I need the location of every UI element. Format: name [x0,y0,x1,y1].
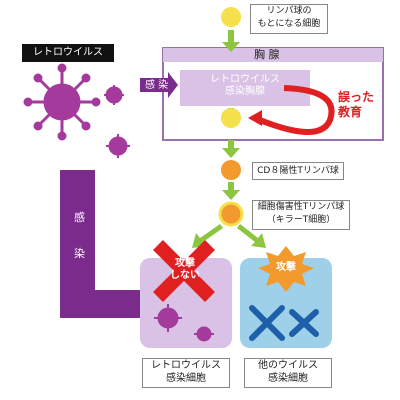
retro-target-label: レトロウイルス 感染細胞 [142,358,230,388]
retro-target-viruses [154,304,214,342]
infection-small-label: 感 染 [145,80,169,91]
arrow-thymus-cd8 [222,140,240,158]
killer-label: 細胞傷害性Tリンパ球 （キラーT細胞） [252,200,350,230]
arrow-origin-thymus [222,30,240,52]
arrow-killer-right [237,224,266,248]
other-target-label: 他のウイルス 感染細胞 [244,358,332,388]
killer-cell [218,201,244,227]
arrow-cd8-killer [222,182,240,200]
thymus-header [163,48,383,62]
no-attack-label: 攻撃 しない [170,258,200,281]
thymus-cell-top [221,108,241,128]
mis-education-label: 誤った 教育 [338,90,375,119]
attack-burst [258,246,314,292]
retrovirus-cluster [23,63,130,158]
attack-label: 攻撃 [276,262,296,273]
cd8-label: CD８陽性Tリンパ球 [252,162,344,180]
origin-label: リンパ球の もとになる細胞 [250,4,328,34]
infection-tall-1: 感 [74,211,85,224]
retro-thymus-label: レトロウイルス 感染胸腺 [210,74,280,97]
other-target-crosses [249,305,319,341]
infection-tall-2: 染 [74,247,85,260]
arrow-killer-left [192,224,223,248]
infection-arrow [140,72,178,98]
virus-label: レトロウイルス [22,44,114,62]
thymus-title: 胸 腺 [254,48,280,61]
red-x [153,240,215,302]
cd8-cell [221,160,241,180]
mis-education-arrow [253,85,335,135]
origin-cell [221,7,241,27]
infection-path [60,170,140,318]
